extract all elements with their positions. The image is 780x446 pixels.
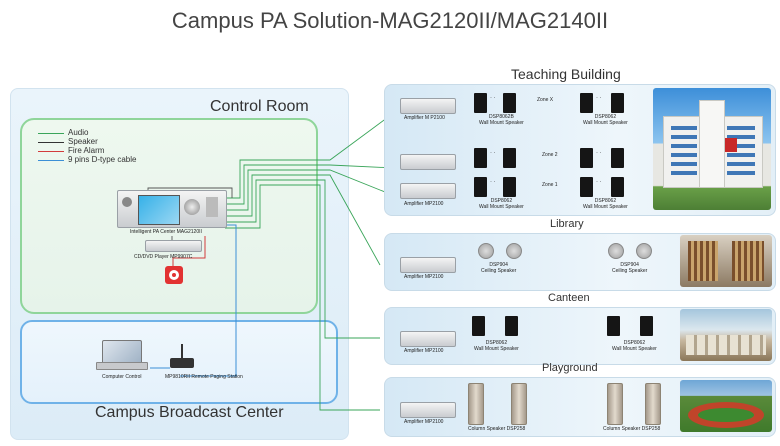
ceiling-speaker: [478, 243, 494, 259]
amplifier-zone-1-label: Amplifier MP2100: [404, 201, 444, 207]
laptop-icon: [96, 340, 148, 370]
wall-speaker: [580, 177, 593, 197]
amplifier-zone-1: [400, 183, 456, 199]
ceiling-speaker: [636, 243, 652, 259]
cable-legend: Audio Speaker Fire Alarm 9 pins D-type c…: [38, 128, 168, 172]
teaching-building-title: Teaching Building: [511, 66, 621, 82]
teaching-building-photo: [653, 88, 771, 210]
dvd-player: [145, 240, 202, 252]
wall-speaker: [503, 148, 516, 168]
library-title: Library: [550, 218, 584, 230]
speaker-label: DSP8062 Wall Mount Speaker: [583, 114, 628, 126]
speaker-dots: · ·: [490, 150, 496, 156]
speaker-dots: · ·: [596, 95, 602, 101]
ceiling-speaker: [506, 243, 522, 259]
wall-speaker: [611, 177, 624, 197]
pa-center-unit: [117, 190, 227, 228]
amplifier-zone-x-label: Amplifier M P2100: [404, 115, 445, 121]
amplifier-library: [400, 257, 456, 273]
amplifier-canteen: [400, 331, 456, 347]
amplifier-zone-x: [400, 98, 456, 114]
speaker-label: DSP8062 Wall Mount Speaker: [479, 198, 524, 210]
amplifier-library-label: Amplifier MP2100: [404, 274, 444, 280]
wall-speaker: [503, 93, 516, 113]
wall-speaker: [611, 148, 624, 168]
broadcast-center-label: Campus Broadcast Center: [95, 404, 284, 421]
zone-x-label: Zone X: [537, 97, 554, 103]
wall-speaker: [611, 93, 624, 113]
wall-speaker: [474, 177, 487, 197]
computer-control-label: Computer Control: [102, 374, 142, 380]
pa-center-label: Intelligent PA Center MAG2120II: [130, 229, 202, 235]
wall-speaker: [474, 93, 487, 113]
page-title: Campus PA Solution-MAG2120II/MAG2140II: [171, 8, 609, 33]
paging-station-label: MP9810RII Remote Paging Station: [165, 374, 243, 380]
amplifier-zone-2: [400, 154, 456, 170]
wall-speaker: [505, 316, 518, 336]
column-speaker: [645, 383, 661, 425]
wall-speaker: [474, 148, 487, 168]
speaker-dots: · ·: [596, 179, 602, 185]
wall-speaker: [503, 177, 516, 197]
speaker-label: DSP904 Ceiling Speaker: [481, 262, 517, 274]
wall-speaker: [607, 316, 620, 336]
amplifier-canteen-label: Amplifier MP2100: [404, 348, 444, 354]
playground-title: Playground: [542, 362, 598, 374]
speaker-label: DSP8062B Wall Mount Speaker: [479, 114, 524, 126]
speaker-label: Column Speaker DSP258: [468, 426, 526, 432]
speaker-dots: · ·: [490, 95, 496, 101]
speaker-label: DSP8062 Wall Mount Speaker: [583, 198, 628, 210]
speaker-label: DSP8062 Wall Mount Speaker: [612, 340, 657, 352]
amplifier-playground-label: Amplifier MP2100: [404, 419, 444, 425]
speaker-dots: · ·: [490, 179, 496, 185]
zone-1-label: Zone 1: [542, 182, 558, 188]
control-room-label: Control Room: [210, 98, 309, 115]
paging-station-icon: [170, 344, 196, 370]
speaker-label: DSP8062 Wall Mount Speaker: [474, 340, 519, 352]
library-photo: [680, 235, 772, 287]
wall-speaker: [580, 93, 593, 113]
canteen-photo: [680, 309, 772, 361]
amplifier-playground: [400, 402, 456, 418]
speaker-label: DSP904 Ceiling Speaker: [612, 262, 648, 274]
dvd-player-label: CD/DVD Player MP9907C: [134, 254, 193, 260]
fire-alarm-icon: [165, 266, 183, 284]
speaker-dots: · ·: [596, 150, 602, 156]
zone-2-label: Zone 2: [542, 152, 558, 158]
ceiling-speaker: [608, 243, 624, 259]
playground-photo: [680, 380, 772, 432]
canteen-title: Canteen: [548, 292, 590, 304]
wall-speaker: [640, 316, 653, 336]
column-speaker: [468, 383, 484, 425]
speaker-label: Column Speaker DSP258: [603, 426, 661, 432]
column-speaker: [511, 383, 527, 425]
wall-speaker: [580, 148, 593, 168]
wall-speaker: [472, 316, 485, 336]
column-speaker: [607, 383, 623, 425]
